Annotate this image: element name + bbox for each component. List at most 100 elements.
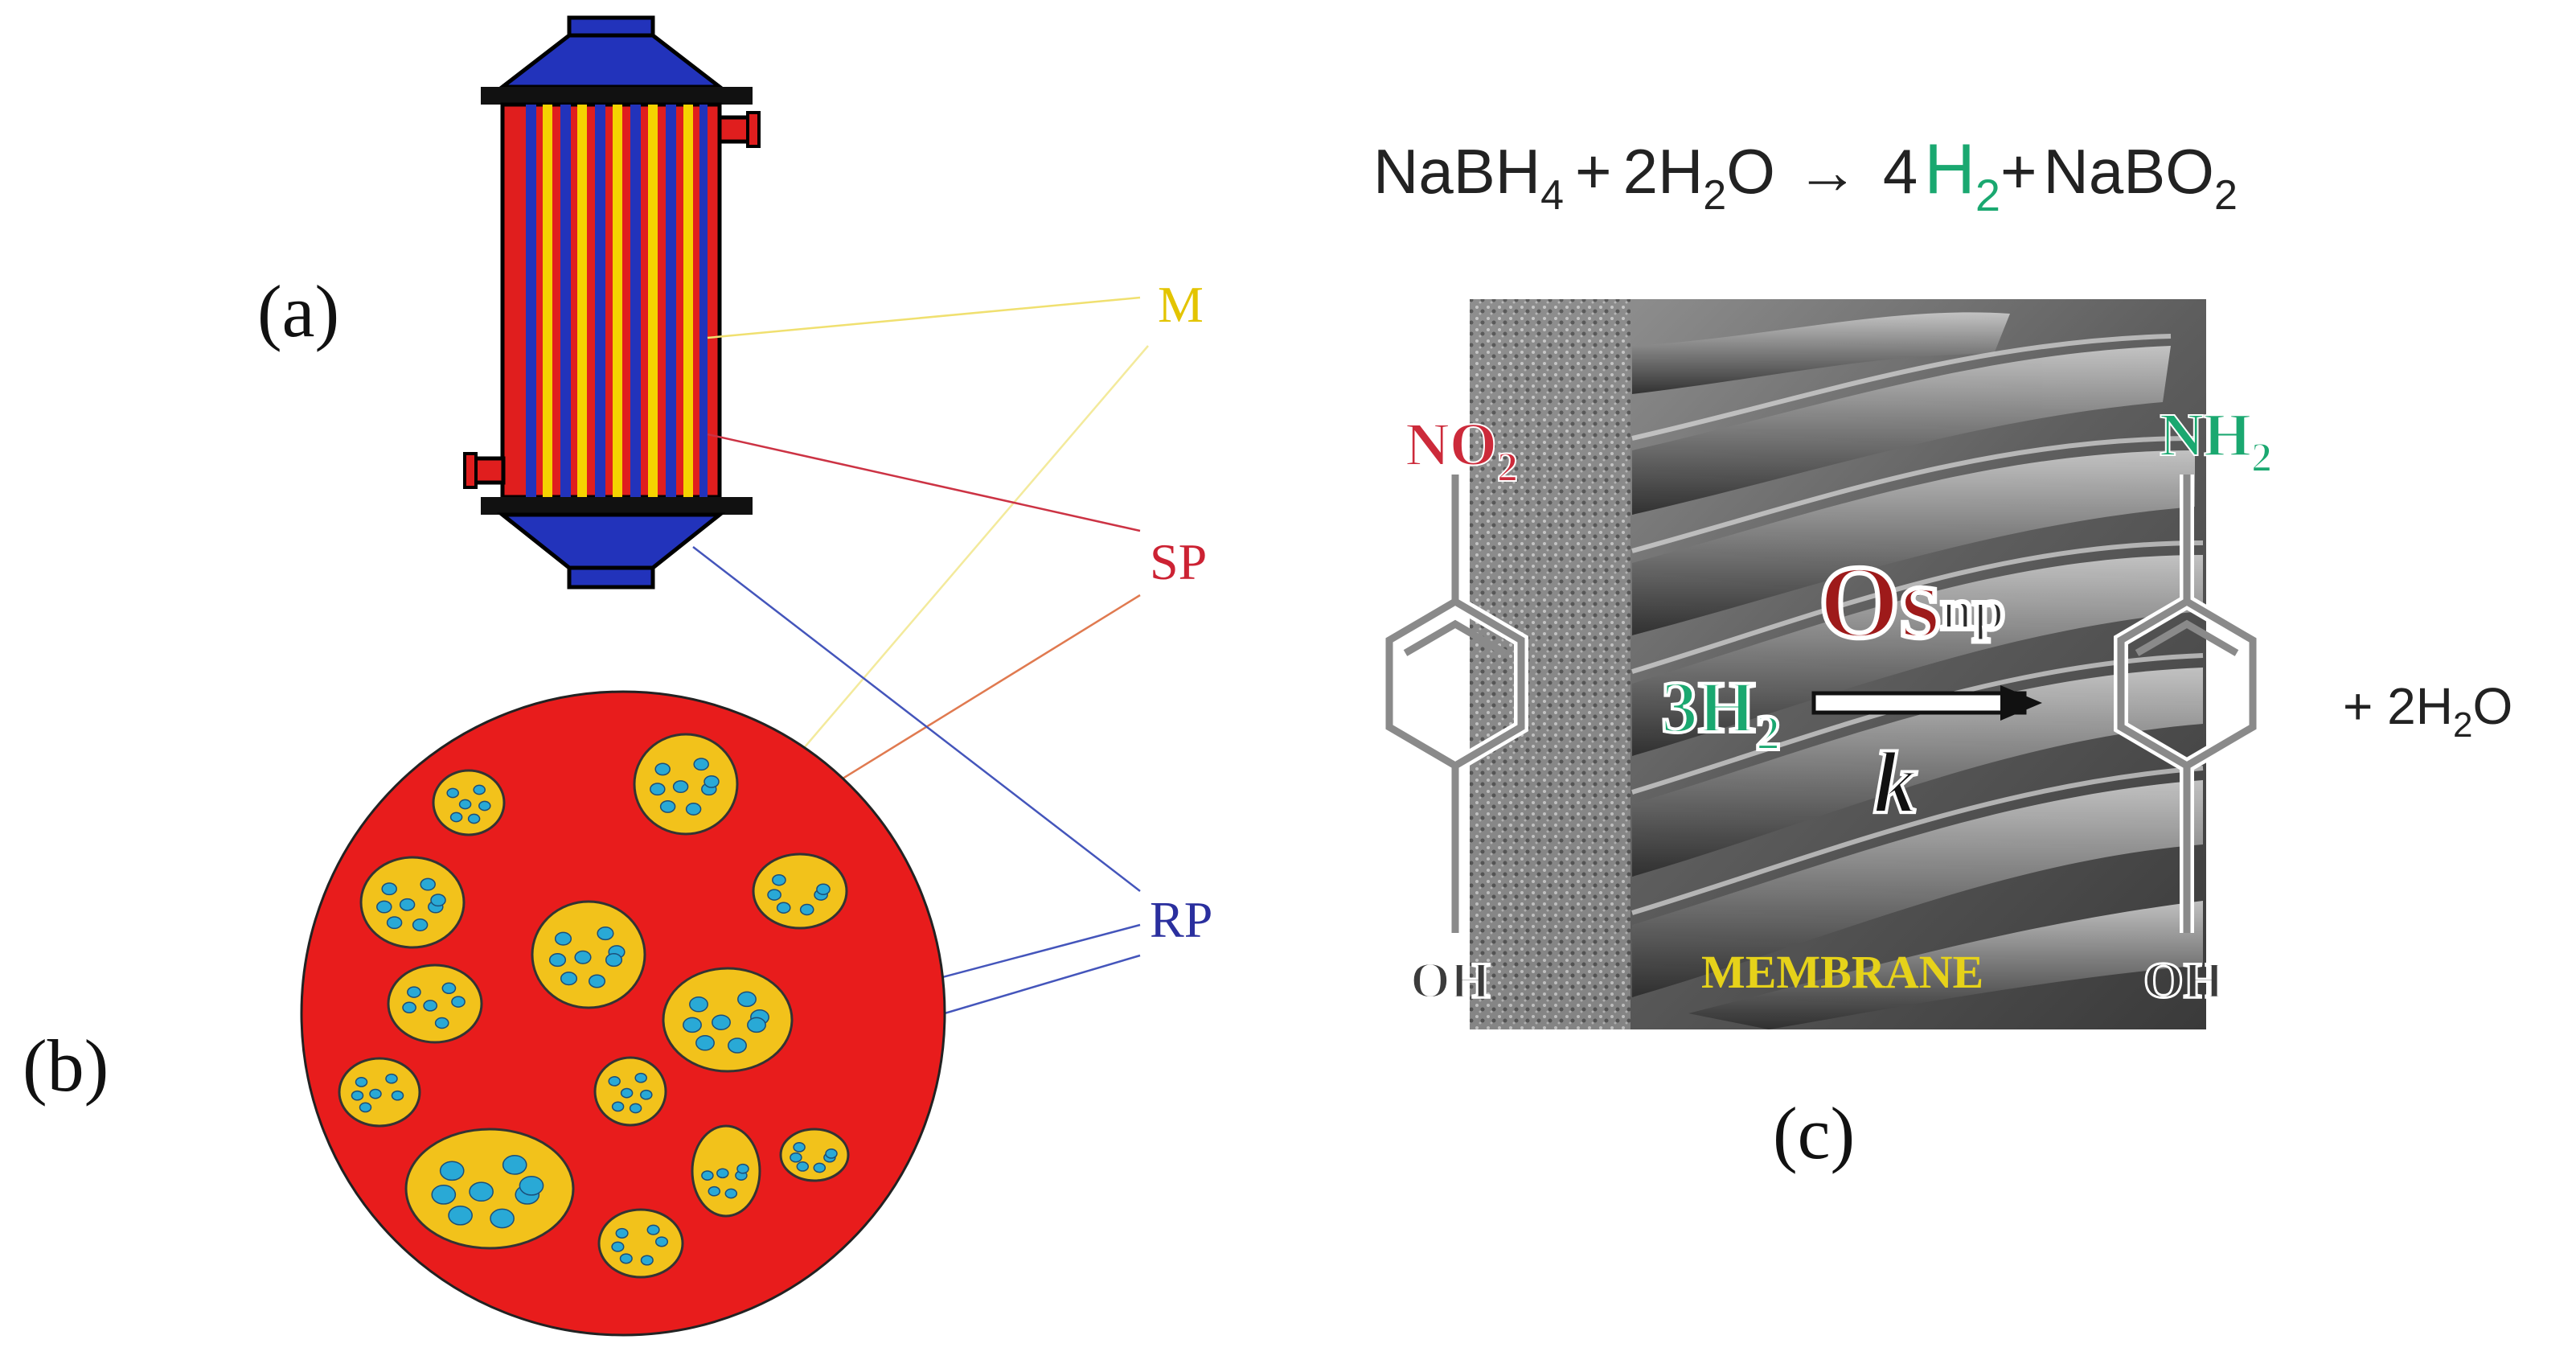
droplet <box>629 1103 642 1114</box>
droplet <box>611 1101 625 1112</box>
reaction-equation: NaBH4+2H2O→4H2+NaBO2 <box>1373 129 2238 220</box>
hydroxyl-label-reactant: OH <box>1410 951 1491 1009</box>
droplet <box>351 1090 364 1101</box>
droplet <box>478 800 491 811</box>
droplet <box>654 1236 669 1247</box>
droplet <box>716 1168 729 1179</box>
droplet <box>825 1148 838 1159</box>
droplet <box>355 1077 368 1087</box>
droplet <box>399 898 416 911</box>
droplet <box>640 1255 654 1266</box>
droplet <box>423 1000 438 1012</box>
droplet <box>767 889 781 901</box>
product-h2: H <box>1924 129 1975 208</box>
droplet <box>672 780 689 794</box>
plus-sign: + <box>1575 136 1612 207</box>
droplet <box>420 877 436 891</box>
droplet <box>412 918 429 931</box>
droplet <box>451 996 466 1008</box>
droplet <box>620 1087 634 1099</box>
droplet <box>650 783 666 796</box>
droplet <box>640 1089 653 1100</box>
callout-shell-phase-label: SP <box>1150 533 1207 590</box>
module-bottom-flange <box>481 497 753 515</box>
droplet <box>597 927 614 941</box>
droplet <box>611 1241 625 1252</box>
module-bottom-flange-cap <box>567 565 655 590</box>
plus-sign-2: + <box>2000 136 2037 207</box>
droplet <box>519 1175 544 1196</box>
rate-constant-label: k <box>1873 733 1918 832</box>
droplet <box>359 1102 372 1113</box>
droplet <box>646 1224 660 1235</box>
droplet <box>434 1017 449 1029</box>
reaction-arrow-k: k <box>1811 685 2042 833</box>
droplet <box>683 1017 702 1033</box>
droplet <box>574 950 592 964</box>
droplet <box>799 903 814 916</box>
droplet <box>816 883 831 895</box>
droplet <box>490 1208 515 1229</box>
hydrogen-label: 3H2 <box>1661 666 1781 761</box>
droplet <box>737 991 757 1008</box>
droplet <box>439 1161 465 1181</box>
callout-membrane-label: M <box>1158 276 1204 333</box>
amino-group-label: NH2 <box>2160 401 2272 481</box>
droplet <box>469 1181 494 1202</box>
droplet <box>467 813 481 824</box>
module-bottom-head <box>496 512 726 570</box>
droplet <box>793 1142 806 1153</box>
droplet <box>448 1205 473 1226</box>
hollow-fiber <box>752 853 848 930</box>
module-top-flange <box>481 87 753 105</box>
reactant-water-subscript: 2 <box>1703 172 1726 219</box>
droplet <box>588 974 606 988</box>
product-h2-subscript: 2 <box>1975 170 2000 220</box>
hydroxyl-label-product: OH <box>2143 951 2224 1009</box>
callout-reactive-phase-label: RP <box>1150 891 1212 948</box>
catalyst-label: Osnp <box>1819 544 2005 660</box>
droplet <box>473 784 486 795</box>
membrane-module-diagram <box>463 15 761 590</box>
droplet <box>654 762 671 776</box>
product-nabo2-subscript: 2 <box>2214 172 2238 219</box>
droplet <box>708 1185 721 1197</box>
droplet <box>446 787 459 799</box>
droplet <box>689 996 708 1013</box>
reactant-water-o: O <box>1726 136 1775 207</box>
tube-bundle <box>500 102 722 499</box>
droplet <box>386 916 403 930</box>
droplet <box>685 803 702 816</box>
droplet <box>659 799 676 813</box>
droplet <box>724 1188 738 1199</box>
hollow-fiber <box>597 1208 684 1279</box>
product-h2-coefficient: 4 <box>1883 136 1918 207</box>
module-top-head <box>496 33 726 89</box>
droplet <box>605 953 623 968</box>
droplet <box>728 1037 747 1054</box>
droplet <box>430 894 446 907</box>
droplet <box>615 1227 629 1239</box>
droplet <box>441 982 457 995</box>
droplet <box>554 931 572 946</box>
droplet <box>376 900 392 914</box>
panel-label-c: (c) <box>1773 1092 1855 1174</box>
droplet <box>747 1017 766 1033</box>
membrane-label: MEMBRANE <box>1701 946 1983 998</box>
droplet <box>796 1161 810 1172</box>
product-nabo2: NaBO <box>2044 136 2214 207</box>
module-top-flange-cap <box>567 15 655 38</box>
droplet <box>385 1073 398 1084</box>
droplet <box>369 1088 382 1099</box>
droplet <box>381 882 397 896</box>
droplet <box>608 1076 621 1087</box>
droplet <box>776 902 791 914</box>
membrane-micrograph <box>1470 299 2206 1029</box>
droplet <box>449 811 463 823</box>
membrane-cross-section <box>300 690 946 1337</box>
droplet <box>502 1155 527 1175</box>
reactant-nabh4-subscript: 4 <box>1540 172 1564 219</box>
droplet <box>772 873 786 886</box>
water-product-label: + 2H2O <box>2343 677 2512 745</box>
